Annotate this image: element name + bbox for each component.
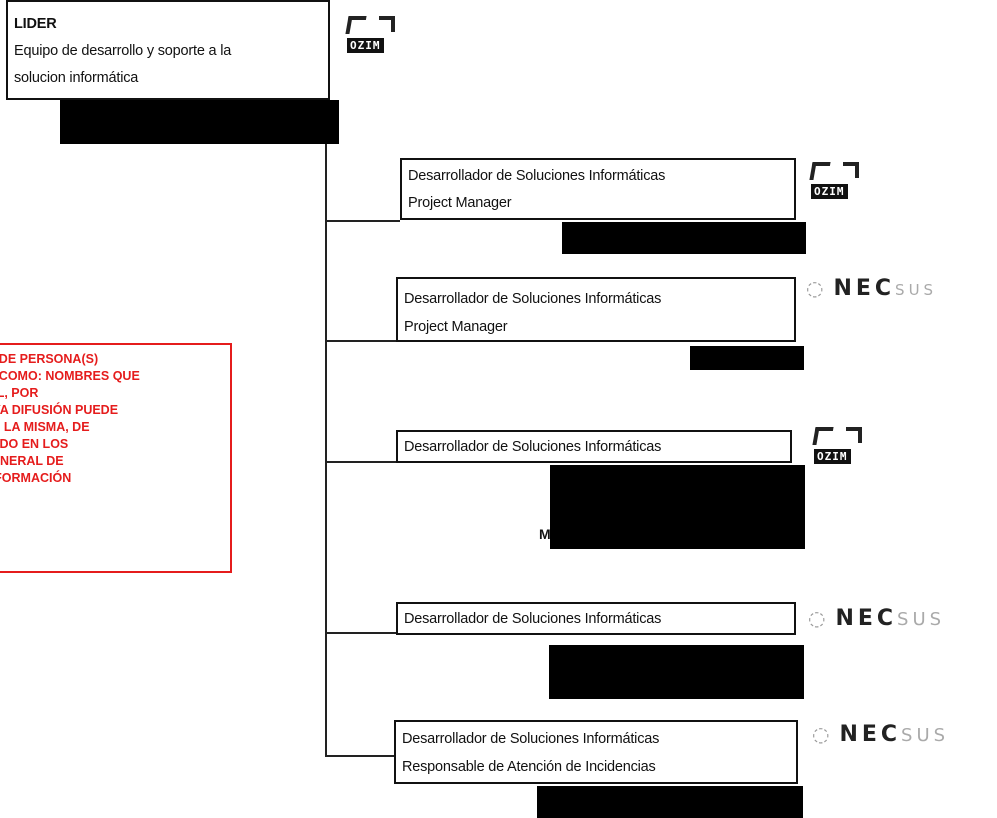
member-box-2: Desarrollador de Soluciones Informáticas…	[396, 277, 796, 342]
member-3-fragment: M	[539, 526, 551, 542]
leader-team-line2: solucion informática	[14, 70, 139, 86]
nec-logo: ◌NECSUS	[808, 606, 946, 631]
connector-member-5	[325, 755, 395, 757]
member-box-4: Desarrollador de Soluciones Informáticas	[396, 602, 796, 635]
legal-notice-line: ALES DE PERSONA(S)	[0, 352, 99, 366]
connector-member-4	[325, 632, 397, 634]
member-2-role: Project Manager	[404, 319, 508, 335]
leader-team-line1: Equipo de desarrollo y soporte a la	[14, 43, 232, 59]
nec-logo: ◌NECSUS	[812, 722, 950, 747]
member-box-3: Desarrollador de Soluciones Informáticas	[396, 430, 792, 463]
member-1-role: Project Manager	[408, 195, 512, 211]
leader-box: LIDER Equipo de desarrollo y soporte a l…	[6, 0, 330, 100]
legal-notice-box: ALES DE PERSONA(S) ALES COMO: NOMBRES QU…	[0, 343, 232, 573]
connector-member-1	[325, 220, 400, 222]
ozim-logo: OZIM	[807, 160, 865, 230]
legal-notice-line: ALES COMO: NOMBRES QUE	[0, 369, 140, 383]
legal-notice-line: BLECIDO EN LOS	[0, 437, 69, 451]
redacted-leader-name	[60, 100, 339, 144]
legal-notice-line: DA DE LA MISMA, DE	[0, 420, 90, 434]
nec-logo: ◌NECSUS	[806, 276, 938, 301]
legal-notice-line: 25	[0, 487, 230, 504]
ozim-logo: OZIM	[810, 425, 868, 495]
member-1-title: Desarrollador de Soluciones Informáticas	[408, 168, 666, 184]
member-4-title: Desarrollador de Soluciones Informáticas	[404, 611, 662, 627]
member-box-5: Desarrollador de Soluciones Informáticas…	[394, 720, 798, 784]
ozim-logo: OZIM	[343, 14, 401, 84]
redacted-member-2-name	[690, 346, 804, 370]
legal-notice-line: LA INFORMACIÓN	[0, 471, 72, 485]
legal-notice-line: EY GENERAL DE	[0, 454, 64, 468]
connector-member-3	[325, 461, 397, 463]
redacted-member-3-info	[550, 465, 805, 549]
connector-member-2	[325, 340, 397, 342]
redacted-member-4-name	[549, 645, 804, 699]
leader-role: LIDER	[14, 16, 57, 32]
member-5-title: Desarrollador de Soluciones Informáticas	[402, 731, 660, 747]
member-5-role: Responsable de Atención de Incidencias	[402, 759, 656, 775]
member-2-title: Desarrollador de Soluciones Informáticas	[404, 291, 662, 307]
legal-notice-line: LEGAL, POR	[0, 386, 39, 400]
legal-notice-line: N CUYA DIFUSIÓN PUEDE	[0, 403, 119, 417]
org-connector-vertical	[325, 144, 327, 757]
redacted-member-1-name	[562, 222, 806, 254]
redacted-member-5-name	[537, 786, 803, 818]
member-3-title: Desarrollador de Soluciones Informáticas	[404, 439, 662, 455]
member-box-1: Desarrollador de Soluciones Informáticas…	[400, 158, 796, 220]
